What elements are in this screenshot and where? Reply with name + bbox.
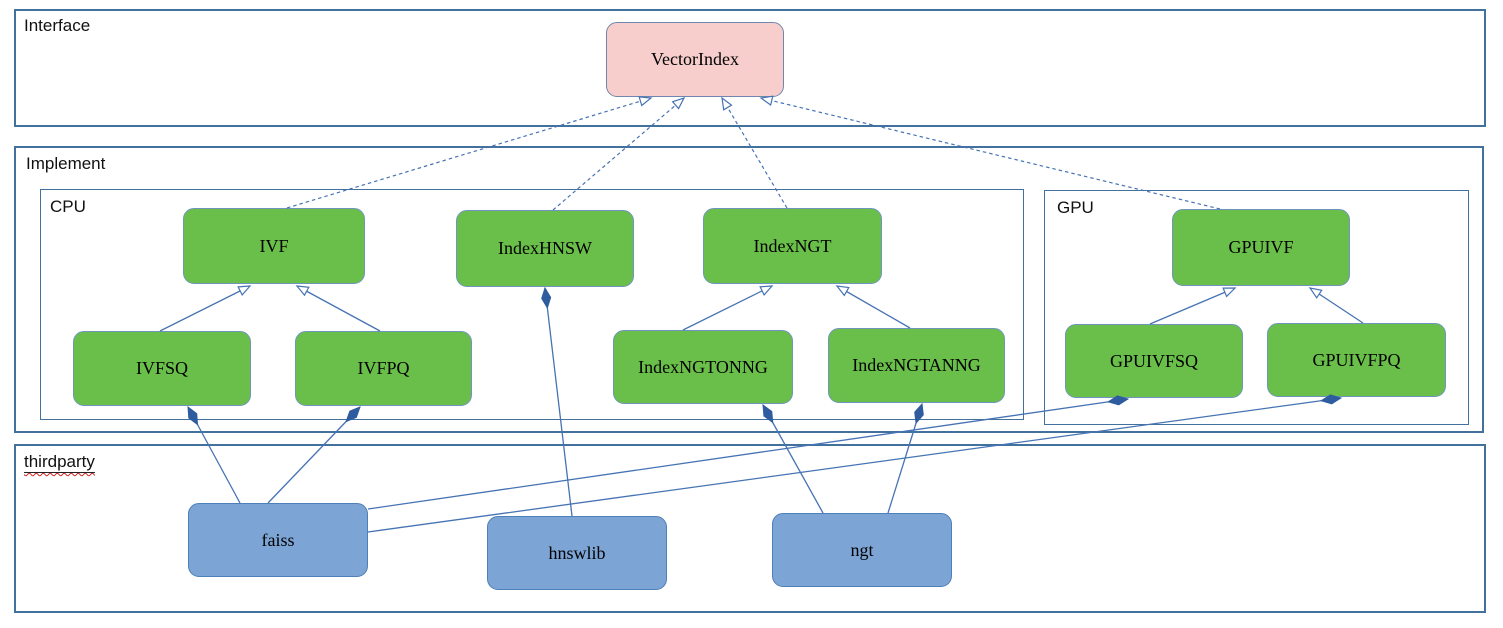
node-gpuivf[interactable]: GPUIVF <box>1172 209 1350 286</box>
node-ivf[interactable]: IVF <box>183 208 365 284</box>
node-hnswlib[interactable]: hnswlib <box>487 516 667 590</box>
cpu-container-label: CPU <box>50 197 86 216</box>
node-vectorindex-label: VectorIndex <box>651 49 739 69</box>
node-indexngtanng[interactable]: IndexNGTANNG <box>828 328 1005 403</box>
interface-container-label: Interface <box>24 16 91 35</box>
node-ivfpq-label: IVFPQ <box>357 358 410 378</box>
node-ngt-label: ngt <box>850 539 874 560</box>
node-gpuivfsq-label: GPUIVFSQ <box>1109 350 1199 371</box>
node-gpuivfpq-label: GPUIVFPQ <box>1312 349 1401 370</box>
node-gpuivfpq[interactable]: GPUIVFPQ <box>1267 323 1446 397</box>
node-indexhnsw-label: IndexHNSW <box>498 238 592 258</box>
node-ivfsq[interactable]: IVFSQ <box>73 331 251 406</box>
node-indexngtonng-label: IndexNGTONNG <box>638 356 768 377</box>
node-faiss[interactable]: faiss <box>188 503 368 577</box>
node-indexngtonng[interactable]: IndexNGTONNG <box>613 330 793 404</box>
implement-container-label: Implement <box>26 154 106 173</box>
node-faiss-label: faiss <box>261 529 295 550</box>
node-gpuivfsq[interactable]: GPUIVFSQ <box>1065 324 1243 398</box>
node-ivfpq[interactable]: IVFPQ <box>295 331 472 406</box>
node-indexngtanng-label: IndexNGTANNG <box>852 355 981 375</box>
node-hnswlib-label: hnswlib <box>548 542 606 563</box>
node-gpuivf-label: GPUIVF <box>1228 237 1294 257</box>
node-indexngt-label: IndexNGT <box>753 235 832 256</box>
gpu-container-label: GPU <box>1057 198 1094 217</box>
node-indexngt[interactable]: IndexNGT <box>703 208 882 284</box>
node-ivf-label: IVF <box>259 235 289 256</box>
node-ngt[interactable]: ngt <box>772 513 952 587</box>
thirdparty-container-label-text: thirdparty <box>24 452 95 471</box>
thirdparty-container-label: thirdparty <box>24 452 95 472</box>
node-indexhnsw[interactable]: IndexHNSW <box>456 210 634 287</box>
node-vectorindex[interactable]: VectorIndex <box>606 22 784 97</box>
node-ivfsq-label: IVFSQ <box>135 358 188 378</box>
